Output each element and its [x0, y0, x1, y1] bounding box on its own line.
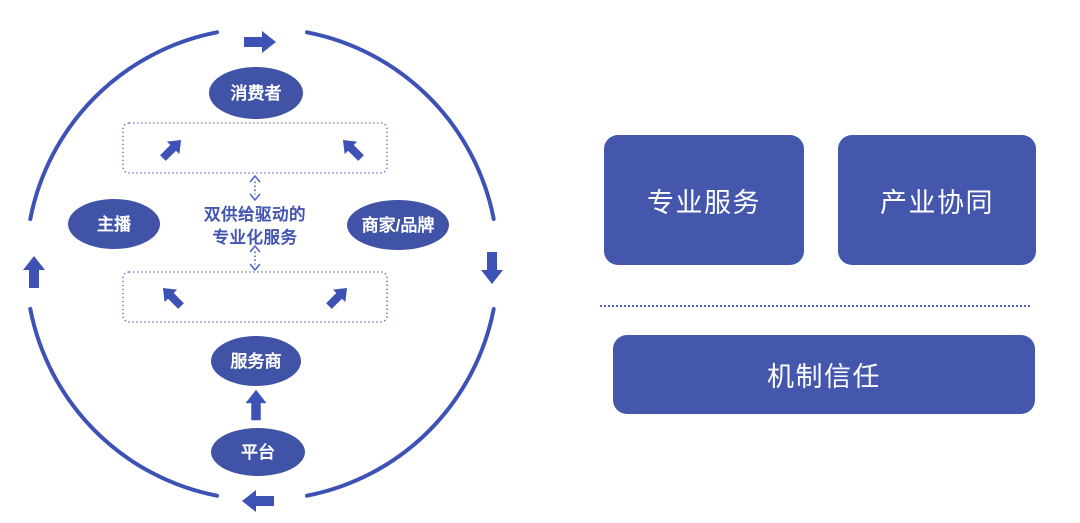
node-consumer: 消费者 [209, 67, 303, 119]
node-platform-label: 平台 [241, 442, 275, 462]
platform-to-service-arrow-icon [245, 389, 267, 421]
card-mechanism-trust: 机制信任 [613, 335, 1035, 414]
cycle-arc-top-left [28, 30, 219, 221]
node-anchor-label: 主播 [97, 214, 132, 234]
cycle-arrow-bottom-icon [242, 490, 274, 512]
center-title-line2: 专业化服务 [213, 227, 298, 247]
node-platform: 平台 [211, 428, 305, 476]
node-service-provider: 服务商 [211, 336, 301, 386]
supply-arrow-bottom-right-icon [322, 281, 354, 313]
node-merchant-brand: 商家/品牌 [347, 200, 449, 250]
card-professional-service: 专业服务 [604, 135, 804, 265]
cycle-arc-bottom-right [305, 307, 496, 498]
supply-arrow-top-right-icon [336, 133, 368, 165]
cycle-arc-bottom-left [28, 307, 219, 498]
center-title: 双供给驱动的 专业化服务 [204, 204, 306, 247]
cycle-arrow-top-icon [244, 31, 276, 53]
supply-arrow-top-left-icon [156, 133, 188, 165]
cycle-diagram: 双供给驱动的 专业化服务 消费者 主播 商家/品牌 服务商 平台 [23, 30, 503, 512]
node-anchor: 主播 [68, 199, 160, 249]
card-professional-service-label: 专业服务 [647, 187, 761, 218]
supply-field-top [122, 122, 388, 174]
supply-arrow-bottom-left-icon [156, 281, 188, 313]
card-industry-synergy: 产业协同 [838, 135, 1036, 265]
supply-field-bottom [122, 271, 388, 323]
card-mechanism-trust-label: 机制信任 [767, 362, 881, 392]
exchange-arrow-top-icon [249, 175, 261, 201]
node-merchant-brand-label: 商家/品牌 [362, 215, 435, 235]
node-service-provider-label: 服务商 [231, 351, 282, 371]
card-industry-synergy-label: 产业协同 [880, 187, 994, 218]
cycle-arc-top-right [305, 30, 496, 221]
cycle-arrow-left-icon [23, 256, 45, 288]
cycle-arrow-right-icon [481, 252, 503, 284]
exchange-arrow-bottom-icon [249, 245, 261, 271]
center-title-line1: 双供给驱动的 [204, 204, 306, 224]
dotted-divider [600, 305, 1030, 307]
node-consumer-label: 消费者 [231, 83, 282, 103]
